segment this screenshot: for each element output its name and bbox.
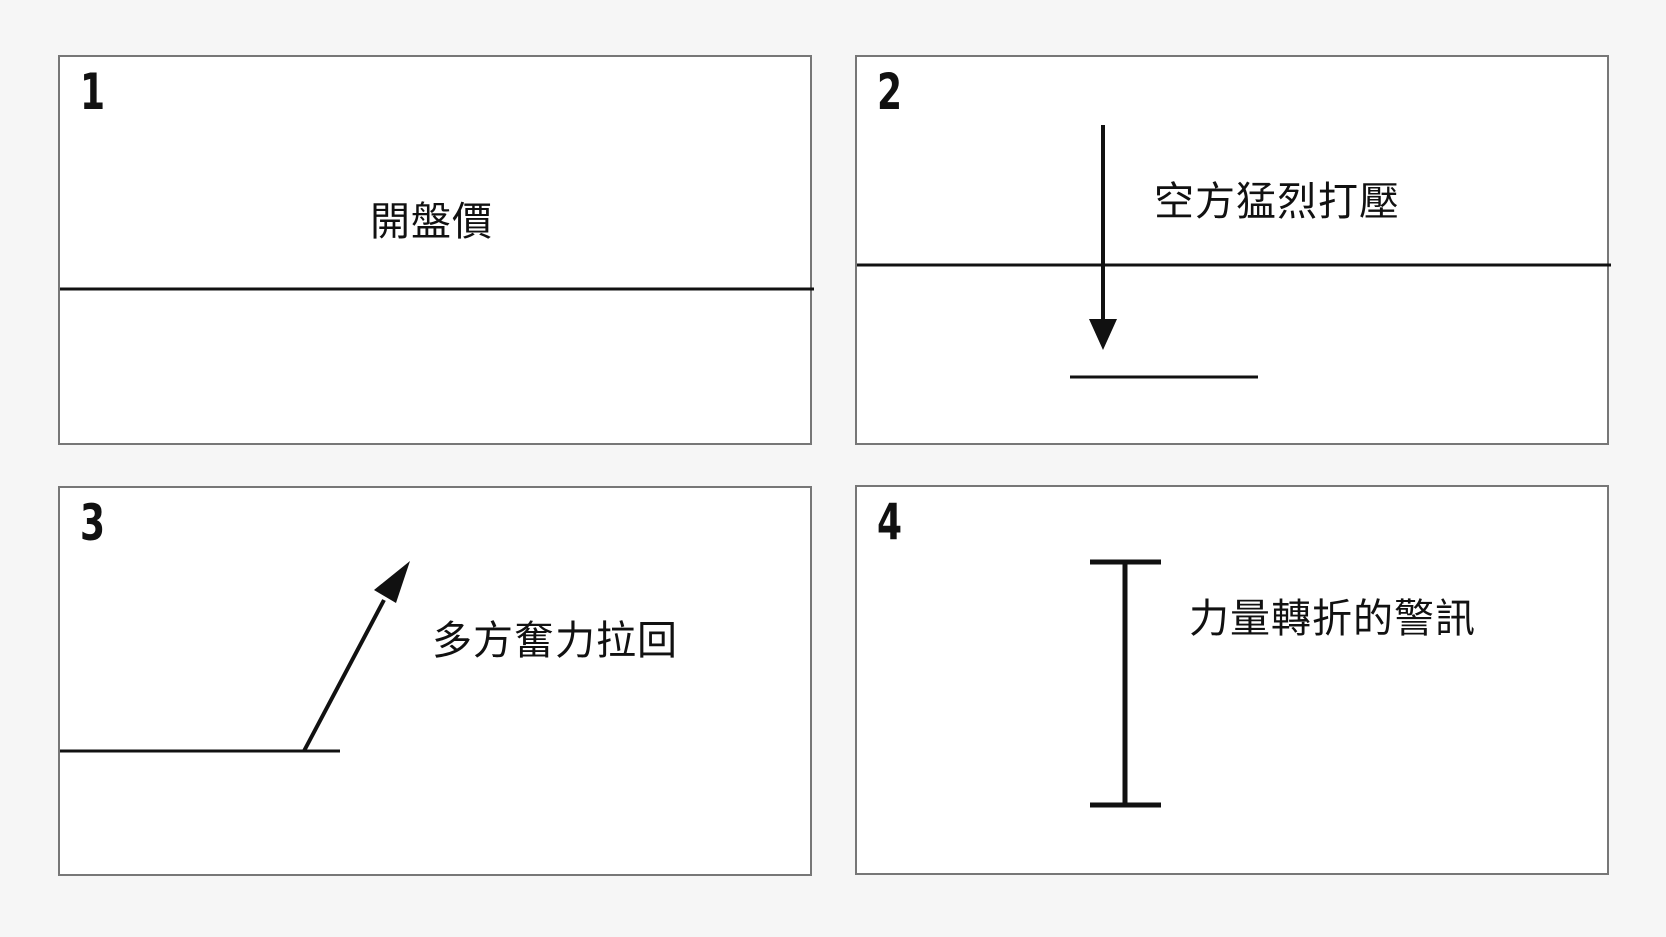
- down-arrow-icon: [1089, 125, 1117, 350]
- panel-3: 3 多方奮力拉回: [58, 486, 812, 876]
- panel-number: 1: [80, 63, 106, 121]
- panel-3-drawing: [60, 561, 410, 753]
- i-beam-bar-icon: [1090, 559, 1161, 808]
- up-right-arrow-icon: [302, 561, 410, 752]
- panel-2: 2 空方猛烈打壓: [855, 55, 1611, 445]
- panel-label: 開盤價: [370, 199, 493, 245]
- panel-number: 2: [877, 63, 903, 121]
- panel-1-drawing: [60, 287, 814, 291]
- panel-1: 1 開盤價: [58, 55, 814, 445]
- panel-4-drawing: [1090, 559, 1161, 808]
- panel-number: 4: [877, 493, 903, 551]
- panel-number: 3: [80, 494, 106, 552]
- panel-label: 力量轉折的警訊: [1189, 596, 1476, 642]
- panel-label: 空方猛烈打壓: [1154, 179, 1400, 225]
- panel-label: 多方奮力拉回: [432, 618, 678, 664]
- panel-4: 4 力量轉折的警訊: [855, 485, 1609, 875]
- panel-2-drawing: [857, 125, 1611, 379]
